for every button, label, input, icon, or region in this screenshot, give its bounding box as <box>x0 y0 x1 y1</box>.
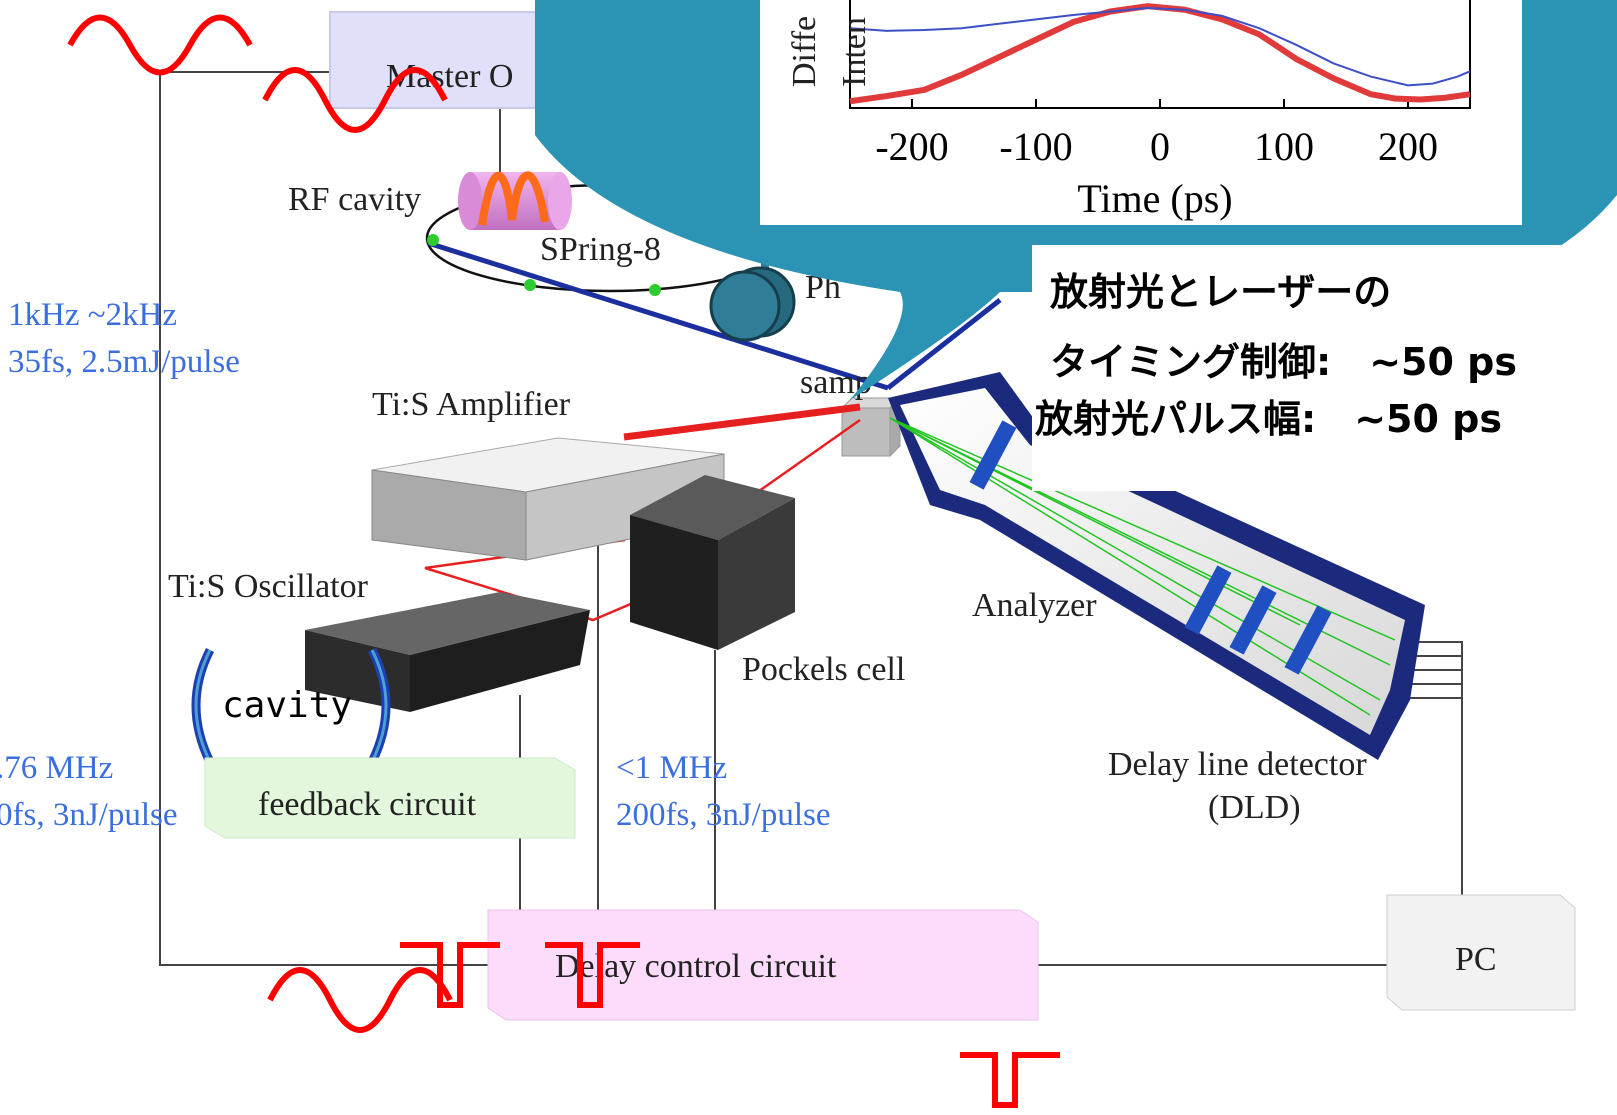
sample: samp <box>800 364 902 458</box>
pockels-label: Pockels cell <box>742 651 905 688</box>
cavity-label: cavity <box>222 685 352 726</box>
pockels-pulse-label: 200fs, 3nJ/pulse <box>616 797 831 833</box>
ti-amplifier: Ti:S Amplifier <box>371 386 725 561</box>
ylabel-fragment-2: Inten <box>836 17 873 87</box>
delay-control-box: Delay control circuit <box>487 909 1039 1021</box>
osc-pulse-label: 0fs, 3nJ/pulse <box>0 797 178 833</box>
dld: Delay line detector (DLD) <box>1108 746 1367 826</box>
osc-rate-label: .76 MHz <box>0 750 113 786</box>
x-tick-label: 100 <box>1254 124 1314 169</box>
feedback-label: feedback circuit <box>258 786 477 823</box>
master-oscillator-label: Master O <box>386 58 513 95</box>
inset-plot-area: -200 -100 0 100 200 <box>849 0 1471 169</box>
rf-cavity: RF cavity <box>288 171 572 230</box>
annotation-panel: 放射光とレーザーの タイミング制御: ~50 ps 放射光パルス幅: ~50 p… <box>1032 245 1617 491</box>
ti-amplifier-label: Ti:S Amplifier <box>372 386 571 423</box>
x-tick-label: -200 <box>875 124 948 169</box>
amp-rate-label: 1kHz ~2kHz <box>8 297 177 333</box>
photodiode: Ph <box>709 255 841 342</box>
x-tick-label: 0 <box>1150 124 1170 169</box>
x-tick-label: 200 <box>1378 124 1438 169</box>
spring8-label: SPring-8 <box>540 231 661 268</box>
analyzer-label: Analyzer <box>972 587 1097 624</box>
dld-label-1: Delay line detector <box>1108 746 1367 783</box>
inset-chart: -200 -100 0 100 200 Diffe Inten Time (ps) <box>760 0 1522 225</box>
annotation-line-1: 放射光とレーザーの <box>1050 270 1391 314</box>
ylabel-fragment-1: Diffe <box>786 16 823 87</box>
sample-label: samp <box>800 364 872 401</box>
feedback-circuit-box: feedback circuit <box>204 757 576 839</box>
x-axis-label: Time (ps) <box>1077 176 1232 221</box>
analyzer: Analyzer <box>888 372 1425 760</box>
signal-waveforms <box>67 14 1060 1108</box>
dld-label-2: (DLD) <box>1208 789 1301 826</box>
spec-labels: 1kHz ~2kHz 35fs, 2.5mJ/pulse .76 MHz 0fs… <box>0 297 831 833</box>
pc-box: PC <box>1386 894 1576 1011</box>
series-line-2 <box>849 6 1471 87</box>
pockels-cell: Pockels cell <box>630 475 905 688</box>
annotation-line-3: 放射光パルス幅: ~50 ps <box>1035 397 1502 441</box>
master-oscillator-box: Master O <box>329 11 571 109</box>
annotation-line-2: タイミング制御: ~50 ps <box>1050 340 1517 384</box>
amp-pulse-label: 35fs, 2.5mJ/pulse <box>8 344 240 380</box>
cavity-brackets: cavity <box>191 647 391 764</box>
pockels-rate-label: <1 MHz <box>616 750 727 786</box>
rf-cavity-label: RF cavity <box>288 181 421 218</box>
ti-oscillator-label: Ti:S Oscillator <box>168 568 369 605</box>
x-tick-label: -100 <box>999 124 1072 169</box>
pc-label: PC <box>1455 941 1497 978</box>
